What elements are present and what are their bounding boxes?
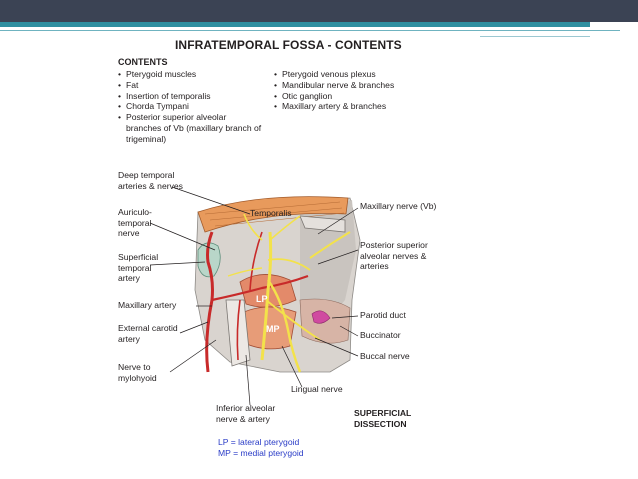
nerve-to-mylohyoid-label: Nerve to mylohyoid: [118, 362, 157, 383]
list-item: Pterygoid venous plexus: [274, 69, 434, 80]
buccinator-label: Buccinator: [360, 330, 401, 340]
slide-header-accent: [0, 22, 590, 27]
contents-heading: CONTENTS: [118, 57, 168, 67]
list-item: Chorda Tympani: [118, 101, 263, 112]
list-item: Mandibular nerve & branches: [274, 80, 434, 91]
parotid-duct-label: Parotid duct: [360, 310, 406, 320]
lingual-nerve-label: Lingual nerve: [291, 384, 343, 394]
temporalis-label: Temporalis: [250, 208, 292, 218]
list-item: Maxillary artery & branches: [274, 101, 434, 112]
list-item: Otic ganglion: [274, 91, 434, 102]
legend-lp: LP = lateral pterygoid: [218, 437, 300, 447]
list-item: Insertion of temporalis: [118, 91, 263, 102]
list-item: Pterygoid muscles: [118, 69, 263, 80]
external-carotid-label: External carotid artery: [118, 323, 178, 344]
post-sup-alveolar-label: Posterior superior alveolar nerves & art…: [360, 240, 428, 271]
list-item: Fat: [118, 80, 263, 91]
list-item: Posterior superior alveolar branches of …: [118, 112, 263, 144]
contents-list-right: Pterygoid venous plexus Mandibular nerve…: [274, 69, 434, 112]
dissection-caption: SUPERFICIAL DISSECTION: [354, 408, 412, 429]
deep-temporal-label: Deep temporal arteries & nerves: [118, 170, 183, 191]
slide-title: INFRATEMPORAL FOSSA - CONTENTS: [175, 38, 402, 52]
legend-mp: MP = medial pterygoid: [218, 448, 304, 458]
slide-header-bar: [0, 0, 638, 22]
contents-list-left: Pterygoid muscles Fat Insertion of tempo…: [118, 69, 263, 145]
maxillary-nerve-label: Maxillary nerve (Vb): [360, 201, 437, 211]
superficial-temporal-label: Superficial temporal artery: [118, 252, 159, 283]
auriculotemporal-label: Auriculo- temporal nerve: [118, 207, 152, 238]
lp-label: LP: [256, 294, 268, 304]
maxillary-artery-label: Maxillary artery: [118, 300, 177, 310]
buccal-nerve-label: Buccal nerve: [360, 351, 410, 361]
mp-label: MP: [266, 324, 280, 334]
inferior-alveolar-label: Inferior alveolar nerve & artery: [216, 403, 276, 424]
slide-header-rule-short: [480, 36, 590, 37]
slide-header-rule: [0, 30, 620, 31]
